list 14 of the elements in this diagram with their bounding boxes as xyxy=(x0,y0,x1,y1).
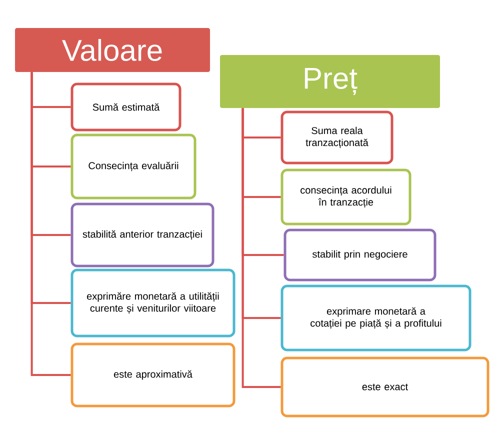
text-box: exprimăre monetară a utilității curente și veniturilor viitoare xyxy=(70,268,236,338)
text-box: exprimare monetară a cotației pe piață și a profitului xyxy=(280,284,472,352)
text-box: consecința acordului în tranzacție xyxy=(280,168,412,226)
text-box: Sumă estimată xyxy=(70,82,182,132)
text-box: stabilit prin negociere xyxy=(284,228,436,282)
text-box: Suma reala tranzacționată xyxy=(280,110,394,164)
text-box: Consecința evaluării xyxy=(70,134,196,200)
text-box: este aproximativă xyxy=(70,342,236,408)
text-box: este exact xyxy=(280,356,490,418)
text-box: stabilită anterior tranzacției xyxy=(70,202,214,268)
header-box: Valoare xyxy=(15,28,210,72)
header-box: Preț xyxy=(220,55,440,108)
connector-line xyxy=(30,72,71,376)
connector-line xyxy=(242,108,281,388)
